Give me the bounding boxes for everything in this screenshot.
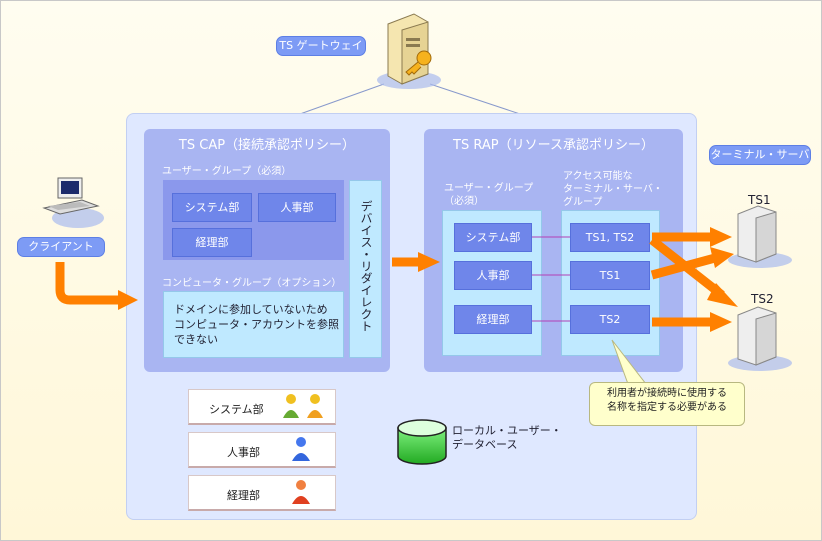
rap-group-system: システム部 (454, 223, 532, 252)
cap-computer-groups-title: コンピュータ・グループ（オプション） (162, 278, 342, 289)
user-icon (292, 437, 310, 461)
client-label: クライアント (17, 237, 105, 257)
cap-group-hr: 人事部 (258, 193, 336, 222)
cap-group-system: システム部 (172, 193, 252, 222)
local-group-label: システム部 (209, 403, 264, 416)
server-icon (728, 204, 792, 268)
local-group-label: 人事部 (227, 446, 260, 459)
computer-icon (38, 176, 104, 232)
local-group-hr: 人事部 (188, 432, 336, 468)
database-icon (396, 418, 448, 466)
rap-group-hr: 人事部 (454, 261, 532, 290)
gateway-link-left (299, 83, 385, 115)
terminal-servers-label: ターミナル・サーバ (709, 145, 811, 165)
cap-group-accounting: 経理部 (172, 228, 252, 257)
cap-computer-groups-note: ドメインに参加していないため コンピュータ・アカウントを参照できない (163, 291, 344, 358)
gateway-label: TS ゲートウェイ (276, 36, 366, 56)
server-key-icon (376, 10, 442, 90)
device-redirect-label: デバイス・リダイレクト (359, 200, 373, 332)
local-group-system: システム部 (188, 389, 336, 425)
rap-resources-title: アクセス可能な ターミナル・サーバ・ グループ (563, 171, 663, 208)
local-db-label: ローカル・ユーザー・ データベース (452, 424, 562, 451)
ts2-label: TS2 (751, 292, 774, 306)
rap-user-groups-title: ユーザー・グループ （必須） (444, 183, 534, 207)
cap-user-groups-title: ユーザー・グループ（必須） (162, 166, 292, 177)
server-icon (728, 305, 792, 371)
gateway-link-right (429, 83, 521, 115)
ts1-label: TS1 (748, 193, 771, 207)
ts-rap-title: TS RAP（リソース承認ポリシー） (453, 138, 654, 153)
user-icon (292, 480, 310, 504)
callout-note: 利用者が接続時に使用する 名称を指定する必要がある (589, 382, 745, 426)
local-group-label: 経理部 (227, 489, 260, 502)
arrow-client-to-cap (55, 262, 120, 305)
device-redirect-box (349, 180, 382, 358)
ts-cap-title: TS CAP（接続承認ポリシー） (178, 138, 356, 153)
users-icon (283, 394, 323, 418)
rap-servers-hr: TS1 (570, 261, 650, 290)
rap-servers-system: TS1, TS2 (570, 223, 650, 252)
local-group-accounting: 経理部 (188, 475, 336, 511)
arrow-hr-ts1 (650, 253, 717, 280)
rap-group-accounting: 経理部 (454, 305, 532, 334)
rap-servers-accounting: TS2 (570, 305, 650, 334)
